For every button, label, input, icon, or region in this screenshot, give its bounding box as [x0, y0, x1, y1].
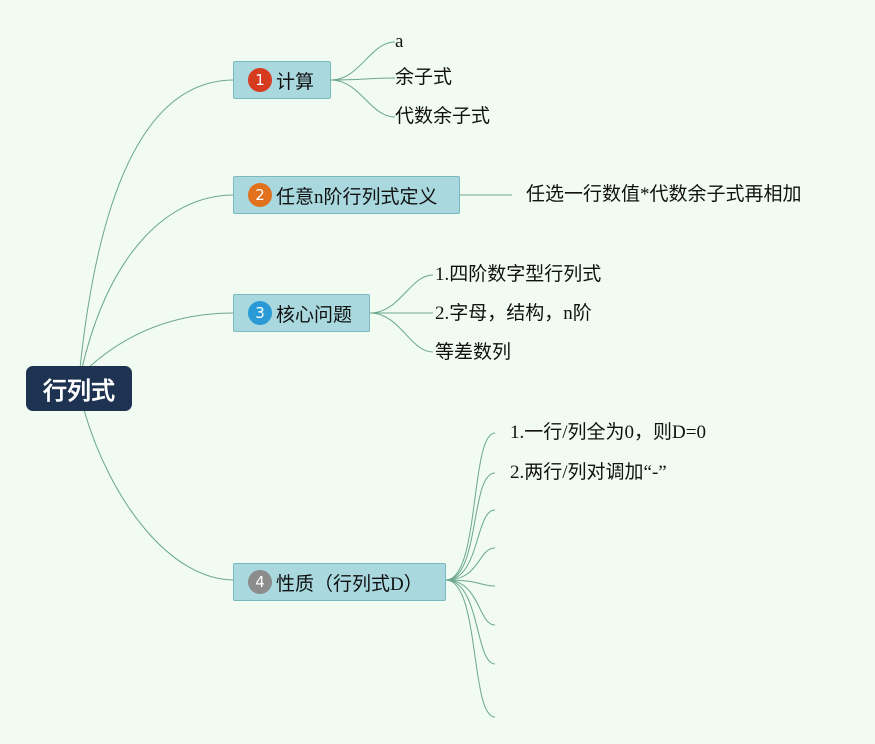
- link-b1-c1: [330, 41, 396, 81]
- link-b3-c1: [369, 274, 434, 314]
- leaf-node[interactable]: 余子式: [395, 67, 453, 88]
- branch-label: 计算: [276, 71, 315, 93]
- link-b4-c6: [445, 579, 496, 626]
- link-root-branch-1: [79, 79, 235, 369]
- leaf-node[interactable]: 等差数列: [435, 342, 512, 363]
- link-b4-c2: [445, 472, 496, 581]
- leaf-node[interactable]: 任选一行数值*代数余子式再相加: [526, 184, 802, 205]
- root-node[interactable]: 行列式: [26, 366, 132, 411]
- leaf-node[interactable]: 2.字母，结构，n阶: [435, 303, 592, 324]
- number-badge-2: 2: [248, 183, 272, 207]
- branch-node-3[interactable]: 3 核心问题: [233, 294, 370, 332]
- link-b1-c2: [330, 77, 396, 81]
- leaf-node[interactable]: 代数余子式: [395, 106, 491, 127]
- link-b1-c3: [330, 79, 396, 118]
- branch-label: 任意n阶行列式定义: [276, 186, 438, 208]
- link-b4-c4: [445, 547, 496, 581]
- leaf-node[interactable]: 1.一行/列全为0，则D=0: [510, 422, 706, 443]
- branch-label: 核心问题: [276, 304, 353, 326]
- branch-node-2[interactable]: 2 任意n阶行列式定义: [233, 176, 460, 214]
- link-b4-c1: [445, 432, 496, 581]
- link-b4-c7: [445, 579, 496, 665]
- leaf-node[interactable]: a: [395, 31, 404, 52]
- leaf-node[interactable]: 2.两行/列对调加“-”: [510, 462, 667, 483]
- leaf-node[interactable]: 1.四阶数字型行列式: [435, 264, 602, 285]
- link-b4-c5: [445, 579, 496, 587]
- number-badge-3: 3: [248, 301, 272, 325]
- link-b4-c3: [445, 509, 496, 581]
- link-b4-c8: [445, 579, 496, 718]
- link-root-branch-3: [87, 312, 235, 369]
- branch-node-1[interactable]: 1 计算: [233, 61, 331, 99]
- link-b3-c3: [369, 312, 434, 353]
- link-root-branch-2: [81, 194, 235, 369]
- branch-node-4[interactable]: 4 性质（行列式D）: [233, 563, 446, 601]
- link-root-branch-4: [83, 409, 235, 581]
- number-badge-4: 4: [248, 570, 272, 594]
- number-badge-1: 1: [248, 68, 272, 92]
- branch-label: 性质（行列式D）: [276, 573, 423, 595]
